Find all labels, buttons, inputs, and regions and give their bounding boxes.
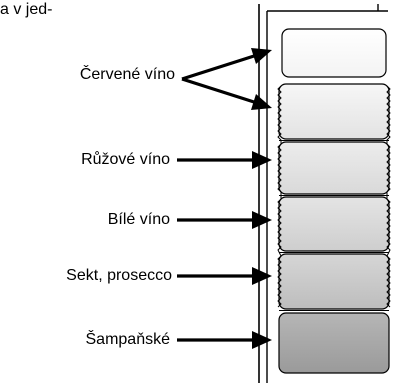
side-rails [277, 85, 391, 308]
fridge-compartments [278, 28, 390, 374]
arrow-sparkling [177, 267, 272, 285]
header-text-fragment: a v jed- [0, 1, 53, 18]
compartment-top [281, 28, 387, 78]
arrow-champagne [177, 331, 272, 349]
label-sparkling: Sekt, prosecco [66, 267, 172, 284]
label-rose-wine: Růžové víno [81, 151, 170, 168]
left-rail [277, 85, 282, 308]
arrow-white-wine [177, 211, 272, 229]
arrow-rose-wine [177, 151, 272, 169]
label-white-wine: Bílé víno [107, 211, 170, 228]
shelf-separators [279, 140, 389, 311]
compartment-sparkling [278, 253, 390, 310]
arrows [177, 48, 272, 349]
label-red-wine: Červené víno [79, 66, 175, 83]
compartment-champagne [278, 312, 390, 374]
arrow-red-wine-top [181, 48, 272, 81]
fridge-cabinet [258, 4, 388, 383]
right-rail [386, 85, 391, 308]
label-champagne: Šampaňské [85, 331, 171, 348]
compartment-white-wine [278, 196, 390, 252]
compartment-red-wine [278, 83, 390, 140]
arrow-red-wine-middle [181, 77, 272, 110]
compartment-rose-wine [278, 141, 390, 195]
